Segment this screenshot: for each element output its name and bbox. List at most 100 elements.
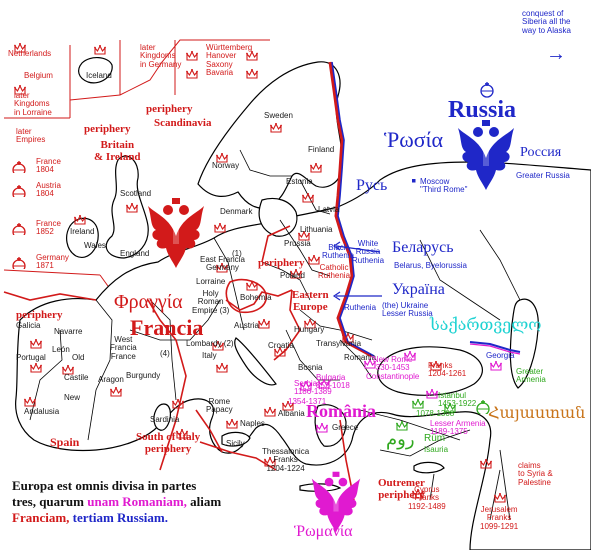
- crown-icon: [13, 82, 27, 100]
- crown-icon: [263, 404, 277, 422]
- east-francia-label: East Francia Germany: [200, 255, 245, 273]
- greece-label: Greece: [332, 423, 359, 432]
- rum-arabic-label: روم: [386, 429, 415, 449]
- ukraine-label: (the) Ukraine Lesser Russia: [382, 301, 433, 319]
- latin-quote: Europa est omnis divisa in partes tres, …: [12, 478, 222, 525]
- crown-icon: [479, 456, 493, 474]
- number-4-label: (4): [160, 349, 170, 358]
- sicily-label: Sicily: [226, 439, 245, 448]
- belarus-label: Belarus, Byelorussia: [394, 261, 467, 270]
- jerusalem-label: Jerusalem Franks 1099-1291: [480, 505, 519, 531]
- prussia-label: Prussia: [284, 239, 311, 248]
- georgian-label: საქართველო: [430, 317, 542, 334]
- crown-icon: [29, 360, 43, 378]
- bosnia-label: Bosnia: [298, 363, 323, 372]
- romania-label: Romania: [344, 353, 377, 362]
- armenian-label: Հայաստան: [488, 405, 586, 422]
- spain-label: Spain: [50, 435, 80, 449]
- andalusia-label: Andalusia: [24, 407, 60, 416]
- south-italy-label: South of Italy periphery: [136, 431, 201, 455]
- poland-label: Poland: [280, 271, 305, 280]
- transylvania-label: Transylvania: [316, 339, 362, 348]
- isauria-label: Isauria: [424, 445, 449, 454]
- crown-icon: [125, 200, 139, 218]
- lithuania-label: Lithuania: [300, 225, 333, 234]
- estonia-label: Estonia: [286, 177, 313, 186]
- later-kingdoms-lorraine-label: later Kingdoms in Lorraine: [14, 91, 52, 117]
- burgundy-label: Burgundy: [126, 371, 161, 380]
- rossiya-label: Россия: [520, 145, 562, 160]
- periphery-label: periphery: [16, 309, 63, 321]
- crown-icon: [93, 42, 107, 60]
- navarre-label: Navarre: [54, 327, 83, 336]
- crown-icon: [185, 48, 199, 66]
- sweden-label: Sweden: [264, 111, 293, 120]
- crown-icon: [309, 160, 323, 178]
- francia-title: Francia: [130, 315, 204, 340]
- crown-icon: [269, 120, 283, 138]
- legend-frames: [3, 39, 270, 301]
- france-1804-label: France 1804: [36, 157, 61, 175]
- old-castile-label: Old: [72, 353, 85, 362]
- crown-icon: [425, 386, 439, 404]
- rome-papacy-label: Rome Papacy: [206, 397, 233, 415]
- thessalonica-label: Thessalonica Franks 1204-1224: [262, 447, 310, 473]
- crown-icon: [12, 222, 26, 240]
- black-ruthenia-label: Black Ruthenia: [322, 243, 355, 261]
- romania-greek-label: Ῥωμανία: [294, 523, 353, 540]
- lorraine-label: Lorraine: [196, 277, 226, 286]
- eastern-europe-label: Eastern Europe: [292, 289, 329, 313]
- periphery-label: periphery: [146, 103, 193, 115]
- latvia-label: Latvia: [318, 205, 340, 214]
- later-empires-label: later Empires: [16, 127, 46, 145]
- catholic-ruthenia-label: Catholic Ruthenia: [318, 263, 351, 281]
- crown-icon: [315, 420, 329, 438]
- georgia-label: Georgia: [486, 351, 515, 360]
- franks-1204-label: Franks 1204-1261: [428, 361, 467, 379]
- greater-russia-label: Greater Russia: [516, 171, 570, 180]
- holy-roman-empire-label: Holy Roman Empire (3): [192, 289, 230, 315]
- belgium-label: Belgium: [24, 71, 53, 80]
- albania-label: Albania: [278, 409, 305, 418]
- east-arrow-icon: →: [546, 43, 566, 65]
- claims-label: claims to Syria & Palestine: [518, 461, 553, 487]
- england-label: England: [120, 249, 150, 258]
- crown-icon: [213, 220, 227, 238]
- scandinavia-label: Scandinavia: [154, 117, 212, 129]
- crown-icon: [215, 360, 229, 378]
- new-castile-label: New: [64, 393, 81, 402]
- bulgaria-second-label: 1354-1371: [288, 397, 327, 406]
- crown-icon: [257, 316, 271, 334]
- new-rome-label: "New Rome" 330-1453 Constantinople: [366, 355, 420, 381]
- cyprus-label: Cyprus Franks 1192-1489: [408, 485, 446, 511]
- crown-icon: [489, 358, 503, 376]
- naples-label: Naples: [240, 419, 265, 428]
- rus-label: Русь: [356, 177, 388, 194]
- galicia-label: Galicia: [16, 321, 41, 330]
- croatia-label: Croatia: [268, 341, 294, 350]
- crown-icon: [12, 160, 26, 178]
- outremer-label: Outremer periphery: [378, 477, 425, 501]
- moscow-label: Moscow "Third Rome": [420, 177, 468, 195]
- crown-icon: [301, 190, 315, 208]
- arrows: [332, 241, 382, 301]
- crown-icon: [109, 384, 123, 402]
- finland-label: Finland: [308, 145, 335, 154]
- crown-icon: [245, 48, 259, 66]
- portugal-label: Portugal: [16, 353, 46, 362]
- crown-icon: [225, 416, 239, 434]
- lombardy-label: Lombardy (2): [186, 339, 234, 348]
- crown-icon: [29, 336, 43, 354]
- greater-armenia-label: Greater Armenia: [516, 367, 546, 385]
- leon-label: León: [52, 345, 70, 354]
- siberia-note: conquest of Siberia all the way to Alask…: [522, 9, 571, 35]
- coastlines: [15, 57, 591, 550]
- double-headed-eagle-icon: [146, 196, 206, 275]
- castile-label: Castile: [64, 373, 89, 382]
- east-francia-number: (1): [232, 249, 242, 258]
- crown-icon: [171, 396, 185, 414]
- scotland-label: Scotland: [120, 189, 152, 198]
- iceland-label: Iceland: [86, 71, 112, 80]
